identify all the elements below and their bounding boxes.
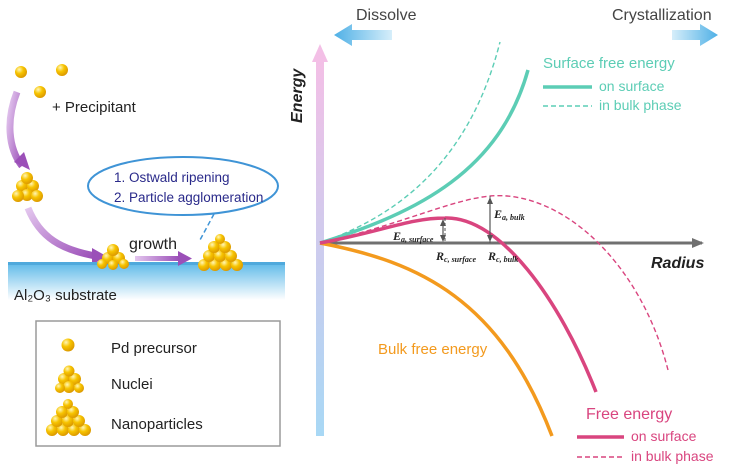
rc-bulk-label: Rc, bulk <box>487 249 518 264</box>
free-energy-surface-curve <box>319 216 598 393</box>
rc-surface-label: Rc, surface <box>435 249 476 264</box>
growth-arrowhead <box>178 251 192 266</box>
energy-axis-label: Energy <box>289 68 306 123</box>
surface-legend-on-surface: on surface <box>599 78 665 94</box>
pd-precursor-particles <box>15 64 68 98</box>
surface-legend-in-bulk: in bulk phase <box>599 97 682 113</box>
nanoparticle-on-substrate <box>198 234 243 271</box>
legend-nanoparticles: Nanoparticles <box>111 416 203 433</box>
surface-legend-title: Surface free energy <box>543 55 675 72</box>
deposition-arrowhead <box>92 248 108 264</box>
free-energy-bulk-curve <box>319 194 669 371</box>
precipitant-arrowhead <box>14 152 30 170</box>
nuclei-icon <box>55 365 84 393</box>
deposition-arrow <box>24 206 97 260</box>
mechanism-item-1: 1. Ostwald ripening <box>114 170 230 185</box>
nuclei-cluster <box>12 172 43 202</box>
free-legend-in-bulk: in bulk phase <box>631 448 714 464</box>
ea-bulk-label: Ea, bulk <box>493 207 525 222</box>
crystallization-label: Crystallization <box>612 7 712 24</box>
energy-axis <box>312 44 328 436</box>
nanoparticles-icon <box>46 399 91 436</box>
bulk-free-energy-label: Bulk free energy <box>378 341 488 358</box>
legend-nuclei: Nuclei <box>111 376 153 393</box>
mechanism-callout <box>87 156 279 216</box>
ea-bulk-arrow <box>487 197 493 242</box>
precipitant-arrow <box>6 90 25 169</box>
ea-surface-label: Ea, surface <box>392 229 434 244</box>
mechanism-callout-pointer <box>199 213 215 241</box>
radius-axis-label: Radius <box>651 255 704 272</box>
mechanism-item-2: 2. Particle agglomeration <box>114 190 263 205</box>
surface-free-energy-surface-curve <box>319 69 530 245</box>
free-legend-title: Free energy <box>586 406 672 423</box>
surface-free-energy-bulk-curve <box>319 41 501 244</box>
crystallization-arrow <box>672 24 718 46</box>
growth-label: growth <box>129 236 177 253</box>
substrate-label: Al₂O₃ substrate <box>14 287 117 304</box>
legend-pd-precursor: Pd precursor <box>111 340 197 357</box>
free-legend-on-surface: on surface <box>631 428 697 444</box>
dissolve-label: Dissolve <box>356 7 417 24</box>
substrate-top-edge <box>8 262 285 265</box>
ea-surface-arrow <box>440 219 446 242</box>
precipitant-label: + Precipitant <box>52 99 137 116</box>
bulk-free-energy-curve <box>319 241 554 437</box>
dissolve-arrow <box>334 24 392 46</box>
growth-arrow <box>135 256 179 261</box>
pd-precursor-icon <box>61 338 75 352</box>
nucleus-on-substrate <box>97 244 129 270</box>
